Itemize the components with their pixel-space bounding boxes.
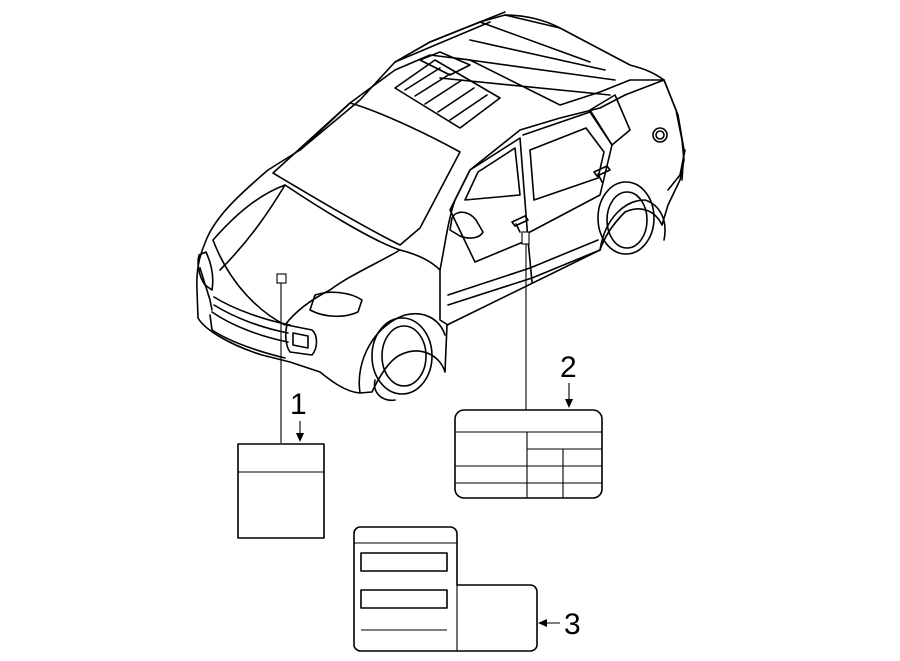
callout-number-1: 1 [290,388,307,421]
callout-1-arrow [296,421,304,442]
suv-vehicle-illustration [196,11,686,402]
part-2-tire-pressure-label [454,409,603,499]
callout-number-3: 3 [564,608,581,641]
part-1-emission-label [237,443,325,539]
door-pillar-label-location-marker [521,231,530,245]
hood-label-location-marker [276,273,287,284]
callout-number-2: 2 [560,351,577,384]
callout-2-arrow [565,383,573,408]
callout-3-arrow [538,619,560,627]
part-3-certification-label [353,526,538,652]
